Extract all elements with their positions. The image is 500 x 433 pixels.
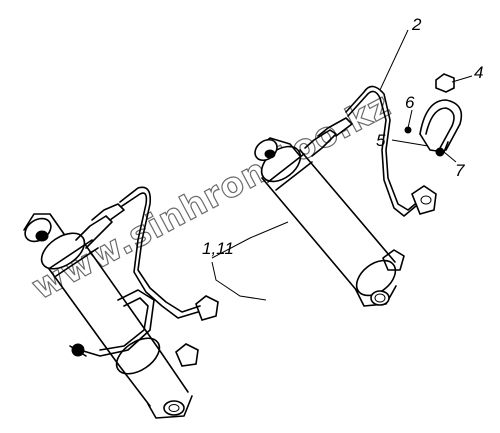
callout-label-5: 5 <box>376 131 386 150</box>
leader-lines <box>211 29 473 301</box>
callout-label-7: 7 <box>455 161 465 180</box>
left-brake-pipe <box>119 186 201 319</box>
callout-label-1-11: 1,11 <box>202 239 234 258</box>
left-cylinder-assembly <box>23 203 219 419</box>
watermark-text: www.sinhron-too.kz <box>25 85 397 308</box>
right-cylinder-assembly <box>254 117 405 307</box>
callout-label-4: 4 <box>474 63 483 82</box>
callout-label-6: 6 <box>405 93 415 112</box>
clamp-bracket <box>404 73 463 157</box>
callout-label-2: 2 <box>411 15 422 34</box>
